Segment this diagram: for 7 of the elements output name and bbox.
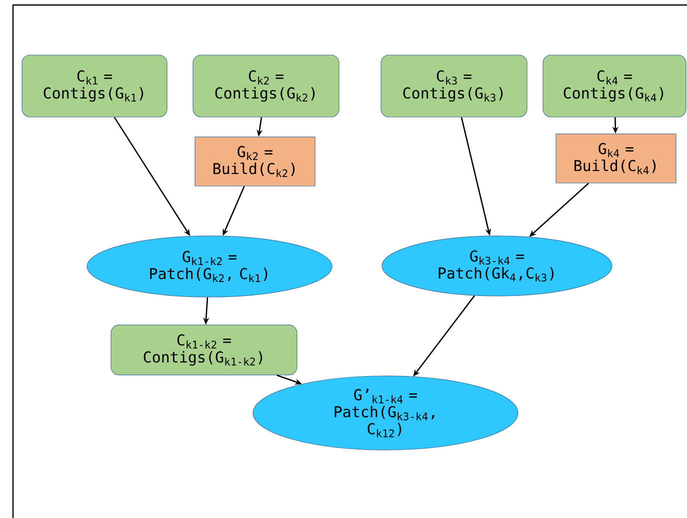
process-box: C$_{k1-k2}$ = Contigs(G$_{k1-k2}$) bbox=[110, 324, 298, 376]
process-box: C$_{k4}$ = Contigs(G$_{k4}$) bbox=[542, 54, 686, 118]
process-box: C$_{k2}$ = Contigs(G$_{k2}$) bbox=[192, 54, 340, 118]
build-box: G$_{k2}$ = Build(C$_{k2}$) bbox=[194, 136, 316, 186]
build-box: G$_{k4}$ = Build(C$_{k4}$) bbox=[556, 134, 676, 184]
process-box: C$_{k1}$ = Contigs(G$_{k1}$) bbox=[22, 54, 168, 118]
process-box: C$_{k3}$ = Contigs(G$_{k3}$) bbox=[380, 54, 528, 118]
